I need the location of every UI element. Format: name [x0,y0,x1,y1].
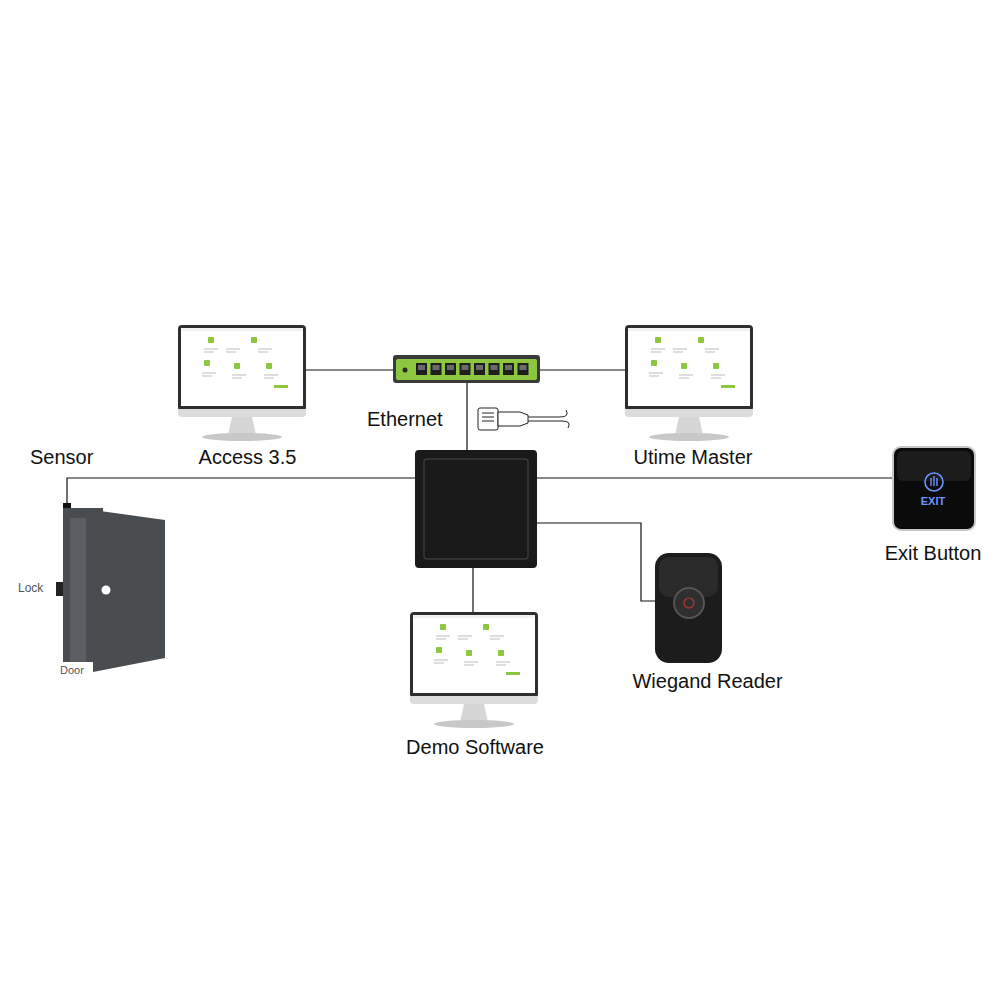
device-node: Access 3.5 [170,320,325,475]
monitor-icon [625,325,753,441]
device-label: Access 3.5 [199,446,297,469]
connection-label: Ethernet [367,408,443,431]
switch-port-pin [505,365,512,370]
device-node: Demo Software [400,607,550,772]
switch-port [445,363,456,375]
button-caption: EXIT [921,495,945,508]
demo-wire [472,568,473,612]
switch-port-pin [476,365,483,370]
switch-port [431,363,442,375]
switch-port-pin [418,365,425,370]
ethernet-plug [478,408,569,430]
ethernet-wire [466,383,467,450]
switch-port-pin [433,365,440,370]
device-node: Wiegand Reader [629,548,785,698]
monitor-icon [410,612,538,728]
monitor-icon [178,325,306,441]
switch-port-pin [520,365,527,370]
switch-port [503,363,514,375]
switch-port [474,363,485,375]
device-label: Utime Master [634,446,753,469]
door-illustration [56,503,165,672]
switch-port [518,363,529,375]
device-label: Door [60,664,84,677]
lock-block [56,582,63,596]
part-label: Sensor [30,446,93,469]
device-label: Exit Button [885,542,982,565]
device-node: Utime Master [615,320,771,475]
switch-port [416,363,427,375]
network-switch [393,355,540,383]
exit-button-icon [893,447,975,530]
device-node: Door [50,498,175,683]
switch-port-pin [491,365,498,370]
access-controller [415,450,537,568]
device-label: Wiegand Reader [632,670,782,693]
sensor-wire [67,478,415,503]
device-label: Demo Software [406,736,544,759]
switch-port-pin [462,365,469,370]
switch-port [489,363,500,375]
network-wire [306,369,393,370]
part-label: Lock [18,582,43,596]
wiegand-reader-icon [655,553,722,663]
switch-port [460,363,471,375]
network-wire [540,369,625,370]
exit-wire [537,477,893,478]
reader-wire [537,523,655,601]
switch-port-pin [447,365,454,370]
device-node: EXIT Exit Button [880,440,986,570]
